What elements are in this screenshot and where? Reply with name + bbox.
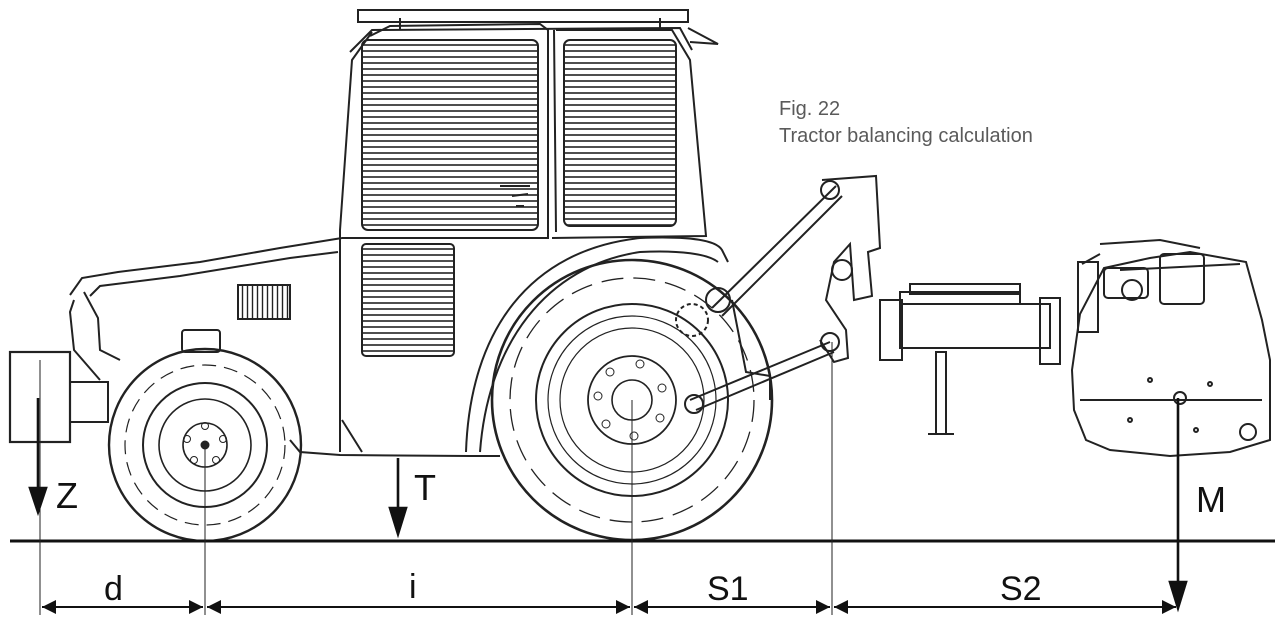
cab-door-window: [563, 39, 677, 227]
figure-title: Tractor balancing calculation: [779, 125, 1033, 147]
force-arrows: [28, 398, 1188, 613]
dim-i-label: i: [409, 568, 417, 606]
figure-caption: Fig. 22 Tractor balancing calculation: [779, 96, 1033, 150]
force-m-label: M: [1196, 479, 1226, 520]
cab-side-window: [361, 39, 539, 231]
dim-s1-label: S1: [707, 570, 749, 608]
cab-roof: [357, 9, 689, 23]
mulcher-housing: [1070, 250, 1271, 458]
tractor-bonnet: [68, 237, 343, 381]
dim-d-label: d: [104, 570, 123, 608]
dim-s2-label: S2: [1000, 570, 1042, 608]
cab-frame: [339, 22, 708, 452]
figure-number: Fig. 22: [779, 98, 841, 120]
three-point-hitch: [675, 185, 843, 414]
bonnet-vents: [237, 284, 291, 320]
rear-fender: [465, 236, 729, 453]
tractor: [8, 9, 729, 457]
force-t-label: T: [414, 467, 436, 508]
implement-beam: [899, 303, 1051, 349]
implement-headstock: [819, 174, 882, 364]
reference-lines: [39, 342, 833, 615]
implement: [819, 174, 1271, 458]
roof-visor: [687, 27, 719, 45]
support-leg: [935, 351, 947, 435]
tractor-chassis: [289, 419, 500, 457]
force-z-label: Z: [56, 475, 78, 516]
cab-lower-window: [361, 243, 455, 357]
